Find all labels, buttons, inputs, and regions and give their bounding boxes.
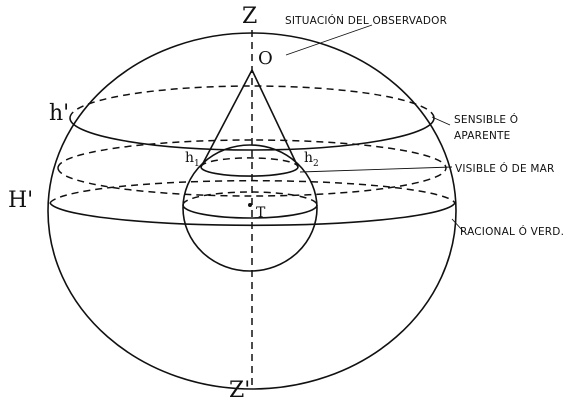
sensible-horizon-front (69, 117, 435, 151)
sensible-annotation-line1: SENSIBLE Ó (454, 113, 518, 126)
sensible-leader (431, 116, 451, 126)
visible-point-h1: h (185, 150, 194, 166)
visible-horizon-back (57, 139, 447, 169)
visible-leader (299, 166, 453, 173)
observer-leader (285, 24, 373, 56)
visible-point-h2-sub: 2 (313, 159, 319, 169)
cone-right-edge (251, 69, 299, 168)
sensible-point-label: h' (49, 101, 69, 126)
rational-point-label: H' (8, 188, 33, 213)
visible-annotation: VISIBLE Ó DE MAR (455, 162, 554, 175)
rational-horizon-back (49, 179, 456, 204)
earth-cap-back (200, 157, 299, 168)
rational-leader (451, 218, 464, 232)
sensible-horizon-back (69, 85, 435, 119)
earth-cap-front (200, 166, 299, 177)
rational-horizon-front (49, 202, 456, 227)
cone-left-edge (200, 69, 253, 168)
earth-equator-front (182, 204, 318, 219)
visible-point-h1-sub: 1 (194, 159, 200, 169)
nadir-label: Z' (229, 378, 250, 399)
observer-label: O (258, 48, 273, 69)
earth-sphere (182, 144, 318, 272)
sensible-annotation-line2: APARENTE (454, 130, 510, 142)
earth-center-label: T (256, 205, 266, 221)
visible-point-h2: h (304, 150, 313, 166)
observer-location-annotation: SITUACIÓN DEL OBSERVADOR (285, 14, 447, 27)
zenith-label: Z (242, 4, 257, 29)
visible-horizon-front (57, 167, 447, 197)
rational-annotation: RACIONAL Ó VERD. (460, 225, 564, 238)
earth-center-dot (248, 203, 252, 207)
